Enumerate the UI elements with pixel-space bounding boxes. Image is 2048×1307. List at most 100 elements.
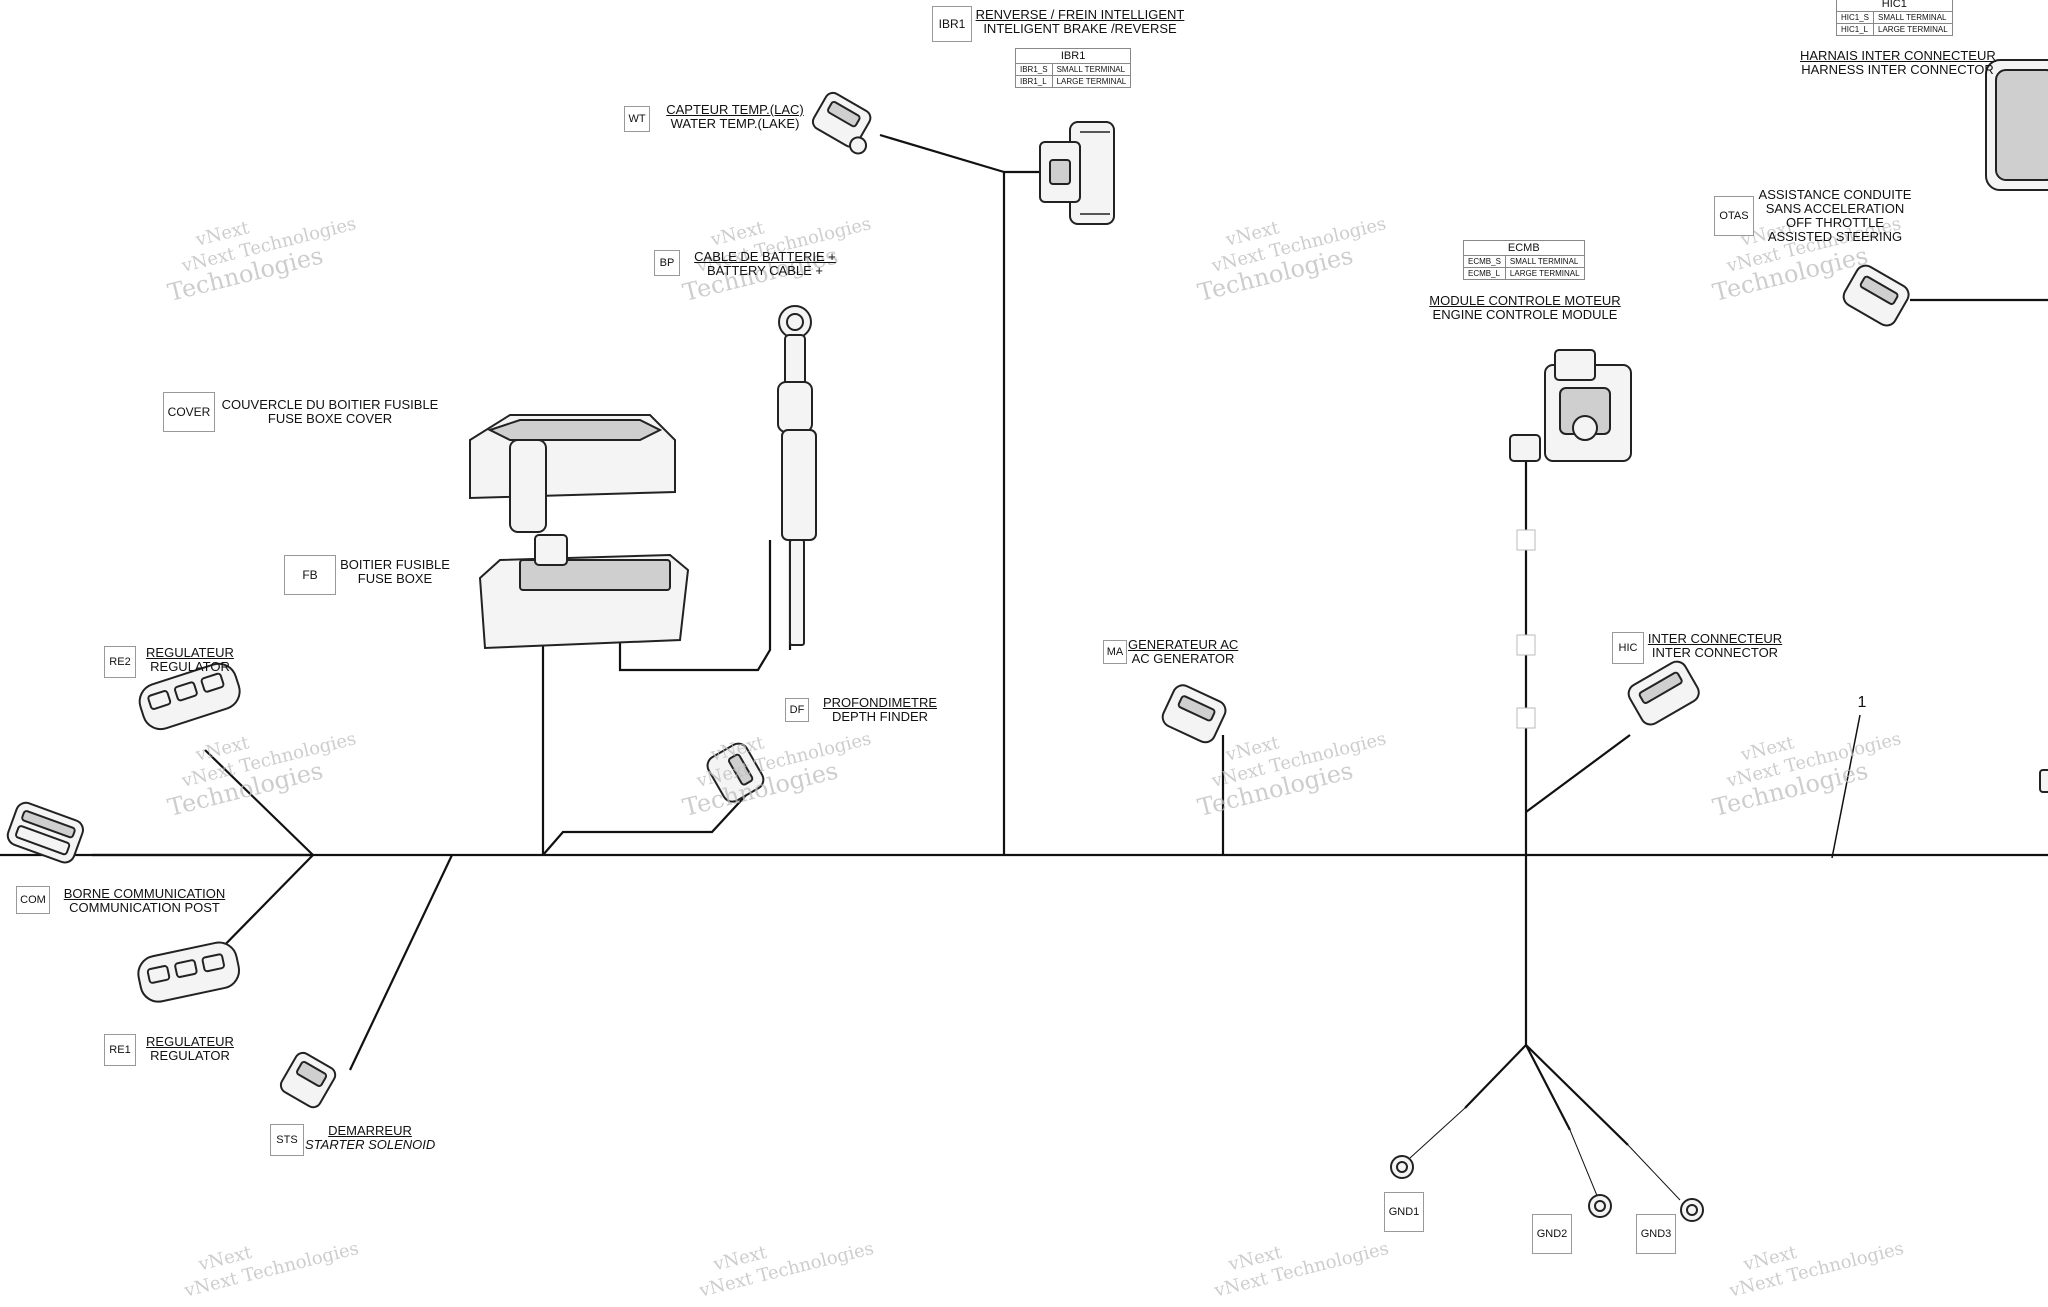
harness-inter-connector-hic1[interactable]: [1985, 59, 2048, 191]
branch-inter-connector: [1525, 734, 1631, 813]
code-box-cover: COVER: [163, 392, 215, 432]
label-sts-fr: DEMARREUR: [328, 1123, 412, 1138]
code-box-ma: MA: [1103, 640, 1127, 664]
label-re2-en: REGULATOR: [150, 659, 230, 674]
inter-connector-hic[interactable]: [1625, 658, 1702, 728]
code-box-bp: BP: [654, 250, 680, 276]
label-fb-en: FUSE BOXE: [357, 571, 433, 586]
label-re1: REGULATEUR REGULATOR: [140, 1035, 240, 1063]
code-box-fb: FB: [284, 555, 336, 595]
label-otas-fr2: SANS ACCELERATION: [1765, 201, 1905, 216]
code-box-ibr1: IBR1: [932, 6, 972, 42]
regulator-re1-connector[interactable]: [135, 939, 242, 1005]
edge-connector-fragment: [2039, 769, 2048, 793]
label-ma: GENERATEUR AC AC GENERATOR: [1128, 638, 1238, 666]
label-df-en: DEPTH FINDER: [831, 709, 929, 724]
label-ecmb: MODULE CONTROLE MOTEUR ENGINE CONTROLE M…: [1420, 294, 1630, 322]
splice-marker: [1516, 707, 1536, 729]
label-re2: REGULATEUR REGULATOR: [140, 646, 240, 674]
branch-grounds: [1464, 1044, 1629, 1146]
label-hic-fr: INTER CONNECTEUR: [1647, 631, 1783, 646]
regulator-re2-connector[interactable]: [135, 659, 244, 734]
code-box-gnd2: GND2: [1532, 1214, 1572, 1254]
label-otas-en1: OFF THROTTLE: [1786, 215, 1884, 230]
branch-starter: [349, 854, 453, 1071]
label-ibr1: RENVERSE / FREIN INTELLIGENT INTELIGENT …: [975, 8, 1185, 36]
label-re2-fr: REGULATEUR: [146, 645, 234, 660]
label-ma-en: AC GENERATOR: [1131, 651, 1235, 666]
branch-water-temp: [879, 133, 1005, 174]
label-sts: DEMARREUR STARTER SOLENOID: [305, 1124, 435, 1152]
code-box-gnd3: GND3: [1636, 1214, 1676, 1254]
label-bp: CABLE DE BATTERIE + BATTERY CABLE +: [690, 250, 840, 278]
code-box-re2: RE2: [104, 646, 136, 678]
branch-ibr1: [1002, 170, 1040, 855]
code-box-otas: OTAS: [1714, 196, 1754, 236]
code-box-hic: HIC: [1612, 632, 1644, 664]
label-hic-en: INTER CONNECTOR: [1651, 645, 1779, 660]
label-com-en: COMMUNICATION POST: [69, 900, 220, 915]
label-hic1-fr: HARNAIS INTER CONNECTEUR: [1800, 48, 1996, 63]
water-temp-connector[interactable]: [809, 90, 882, 156]
label-df-fr: PROFONDIMETRE: [822, 695, 938, 710]
ground-terminal-gnd1[interactable]: [1390, 1155, 1414, 1179]
code-box-re1: RE1: [104, 1034, 136, 1066]
ground-terminal-gnd2[interactable]: [1588, 1194, 1612, 1218]
ground-lead-gnd2: [1569, 1129, 1599, 1199]
depth-finder-connector[interactable]: [704, 740, 767, 805]
label-ibr1-fr: RENVERSE / FREIN INTELLIGENT: [975, 7, 1185, 22]
code-box-df: DF: [785, 698, 809, 722]
label-ibr1-en: INTELIGENT BRAKE /REVERSE: [983, 21, 1177, 36]
fuse-box[interactable]: [478, 534, 690, 650]
label-cover: COUVERCLE DU BOITIER FUSIBLE FUSE BOXE C…: [220, 398, 440, 426]
ground-terminal-gnd3[interactable]: [1680, 1198, 1704, 1222]
communication-post-connector[interactable]: [5, 800, 86, 865]
label-ecmb-fr: MODULE CONTROLE MOTEUR: [1429, 293, 1621, 308]
table-title: HIC1: [1836, 0, 1953, 12]
fuse-box-cover[interactable]: [469, 414, 676, 533]
label-com: BORNE COMMUNICATION COMMUNICATION POST: [62, 887, 227, 915]
label-com-fr: BORNE COMMUNICATION: [63, 886, 226, 901]
battery-cable-terminal[interactable]: [777, 305, 817, 646]
label-bp-fr: CABLE DE BATTERIE +: [694, 249, 836, 264]
label-wt-en: WATER TEMP.(LAKE): [670, 116, 800, 131]
label-hic1: HARNAIS INTER CONNECTEUR HARNESS INTER C…: [1800, 48, 1996, 77]
ac-generator-connector[interactable]: [1159, 682, 1228, 746]
otas-connector[interactable]: [1840, 262, 1912, 329]
label-wt-fr: CAPTEUR TEMP.(LAC): [666, 102, 804, 117]
label-hic1-en: HARNESS INTER CONNECTOR: [1801, 62, 1994, 77]
splice-marker: [1516, 529, 1536, 551]
label-otas: ASSISTANCE CONDUITE SANS ACCELERATION OF…: [1755, 188, 1915, 244]
branch-regulators: [204, 749, 314, 961]
label-fb-fr: BOITIER FUSIBLE: [340, 557, 450, 572]
ibr1-connector[interactable]: [1039, 121, 1115, 225]
engine-control-module-connector[interactable]: [1509, 349, 1632, 462]
starter-solenoid-connector[interactable]: [278, 1050, 338, 1110]
label-wt: CAPTEUR TEMP.(LAC) WATER TEMP.(LAKE): [660, 103, 810, 131]
code-box-com: COM: [16, 886, 50, 914]
ground-lead-gnd3: [1627, 1144, 1681, 1201]
label-sts-en: STARTER SOLENOID: [305, 1137, 436, 1152]
table-title: ECMB: [1463, 240, 1585, 256]
reference-number: 1: [1857, 694, 1867, 711]
label-otas-fr1: ASSISTANCE CONDUITE: [1758, 187, 1912, 202]
code-box-wt: WT: [624, 106, 650, 132]
splice-marker: [1516, 634, 1536, 656]
label-cover-fr: COUVERCLE DU BOITIER FUSIBLE: [221, 397, 439, 412]
ground-lead-gnd1: [1409, 1107, 1466, 1159]
label-re1-en: REGULATOR: [150, 1048, 230, 1063]
code-box-gnd1: GND1: [1384, 1192, 1424, 1232]
label-otas-en2: ASSISTED STEERING: [1767, 229, 1903, 244]
label-ecmb-en: ENGINE CONTROLE MODULE: [1432, 307, 1618, 322]
branch-depth-finder: [542, 779, 761, 856]
reference-leader-1: [1831, 714, 1861, 859]
wiring-diagram: [0, 59, 2048, 1222]
label-bp-en: BATTERY CABLE +: [707, 263, 823, 278]
